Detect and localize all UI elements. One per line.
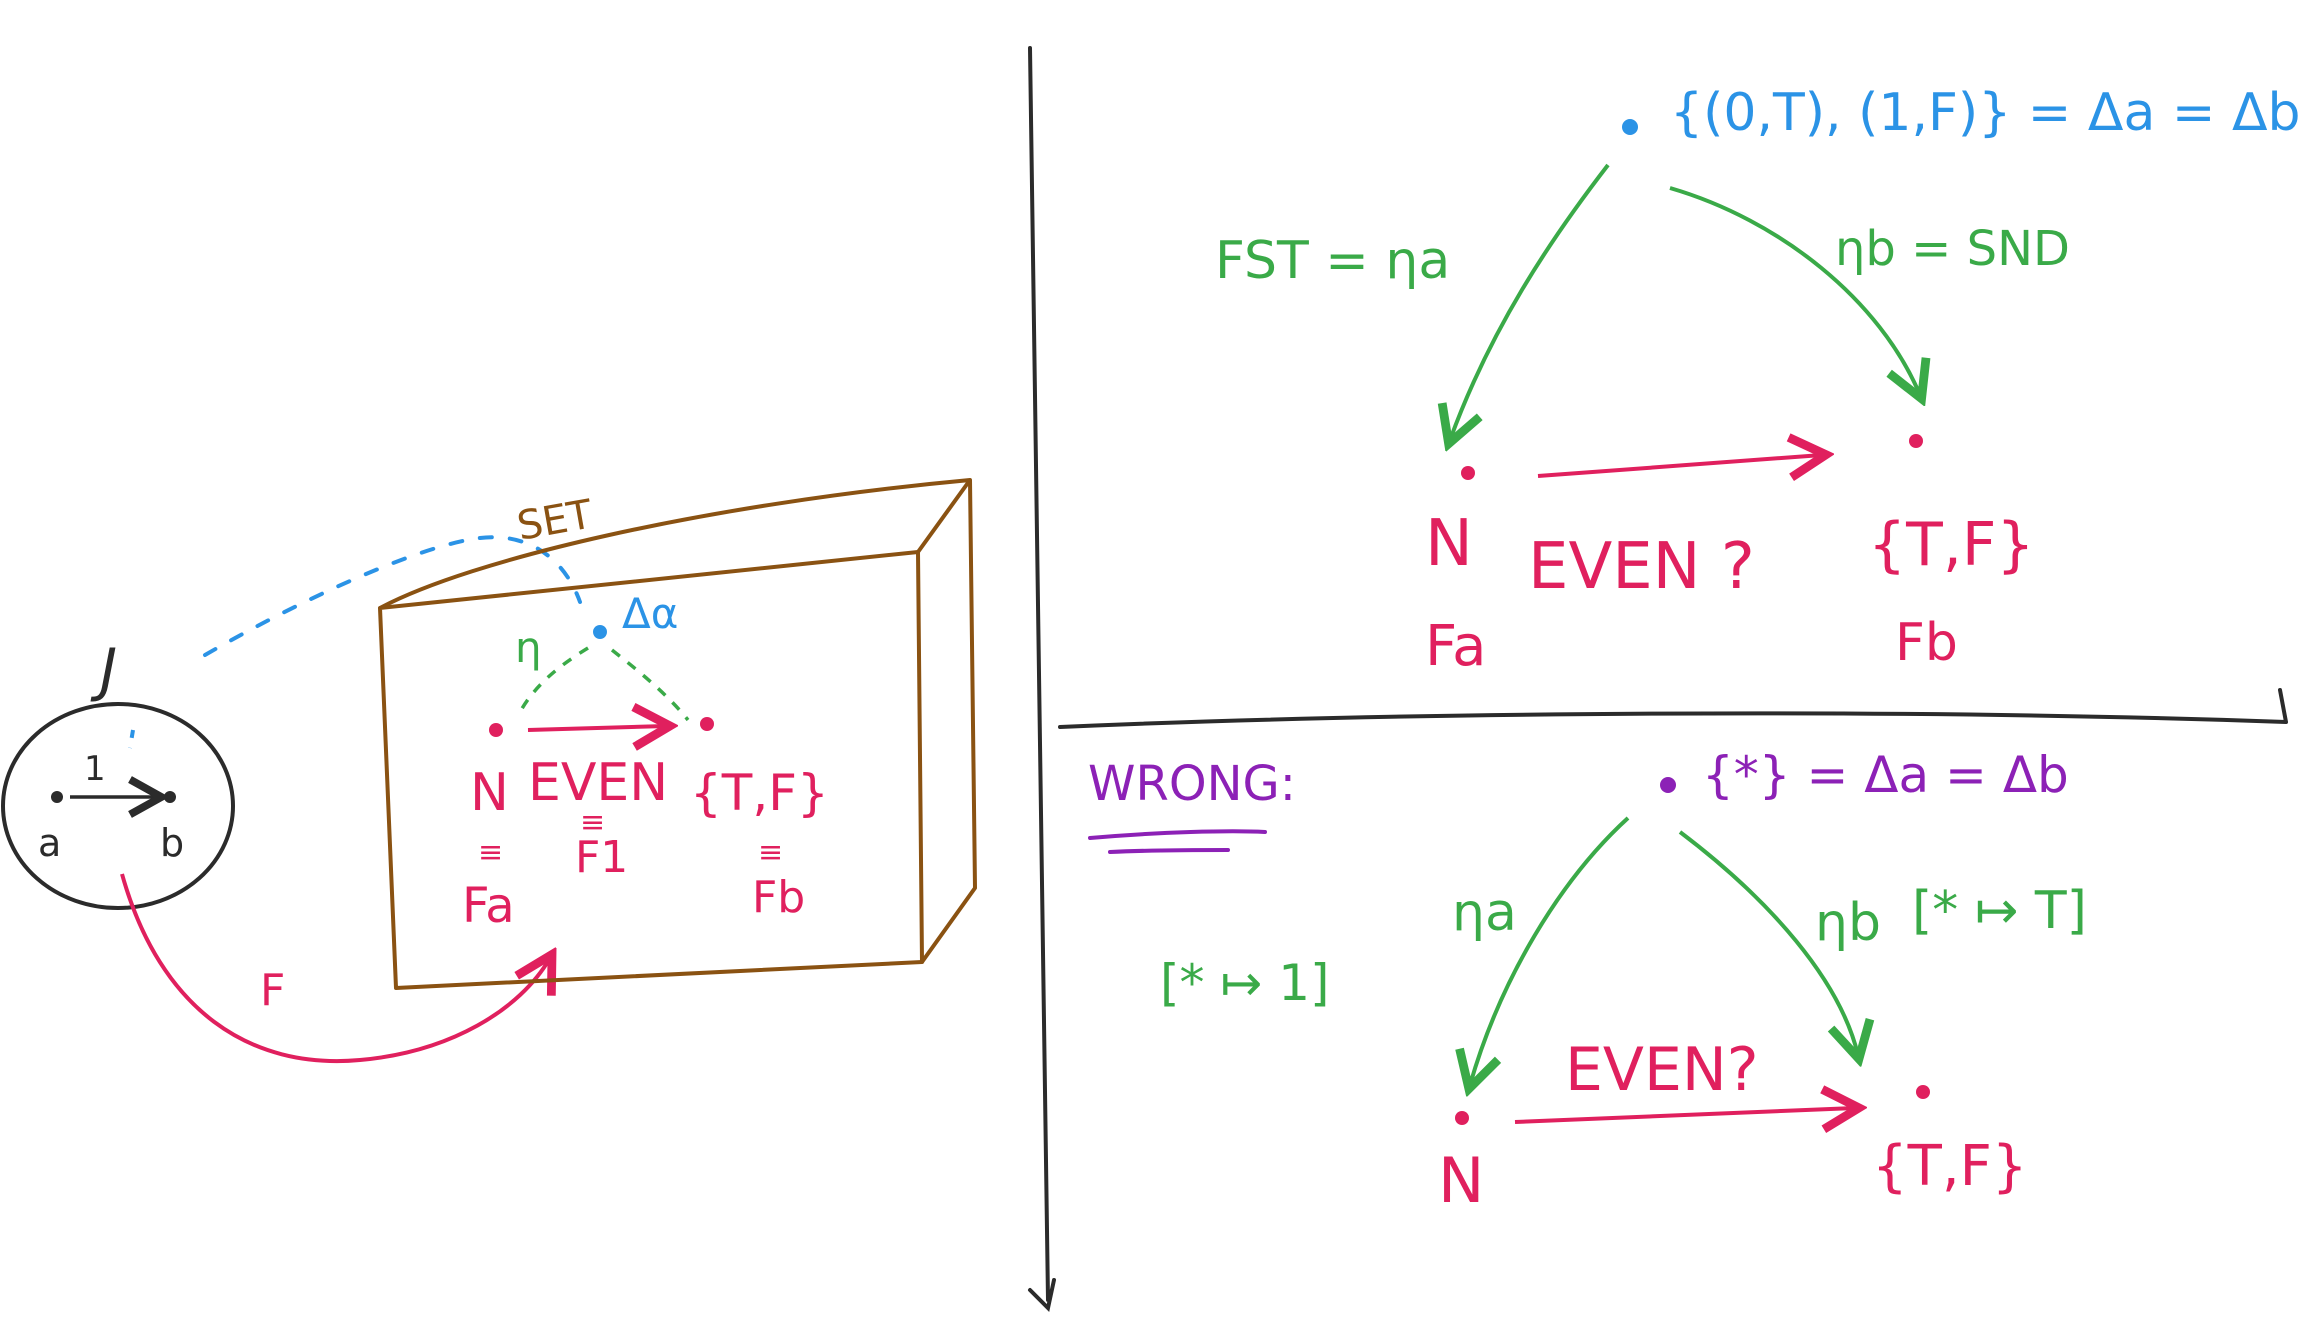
object-b-label: b bbox=[160, 821, 184, 865]
index-category-J: J 1 a b bbox=[1, 636, 235, 910]
apex-dot-bottom bbox=[1660, 777, 1676, 793]
horizontal-divider bbox=[1058, 688, 2288, 729]
apex-set-label-top: {(0,T), (1,F)} = Δa = Δb bbox=[1670, 83, 2301, 143]
F-b-label-top: Fb bbox=[1895, 613, 1958, 673]
eta-cone-label: η bbox=[515, 623, 542, 672]
node-TF-label-bottom: {T,F} bbox=[1872, 1134, 2027, 1199]
right-leg-label-bottom: ηb bbox=[1815, 893, 1881, 953]
wrong-underline bbox=[1088, 829, 1267, 854]
object-a-label: a bbox=[38, 821, 61, 865]
even-label-top: EVEN ? bbox=[1528, 530, 1755, 604]
F-a-label-top: Fa bbox=[1425, 614, 1486, 679]
wrong-heading: WRONG: bbox=[1088, 756, 1296, 812]
left-leg-label-top: FST = ηa bbox=[1215, 231, 1450, 291]
node-N-label-inner: N bbox=[470, 763, 509, 823]
F-a-label-inner: Fa bbox=[462, 878, 515, 934]
object-a-dot bbox=[51, 791, 63, 803]
functor-F-arrow bbox=[120, 873, 550, 1063]
F-1-label-inner: F1 bbox=[575, 832, 628, 883]
node-N-label-top: N bbox=[1425, 507, 1473, 581]
left-map-label: [* ↦ 1] bbox=[1160, 954, 1330, 1012]
F-b-label-inner: Fb bbox=[752, 872, 805, 923]
index-category-label: J bbox=[90, 636, 117, 704]
apex-dot-top bbox=[1622, 119, 1638, 135]
apex-set-label-bottom: {*} = Δa = Δb bbox=[1702, 746, 2069, 804]
eta-a-arrow-bottom bbox=[1470, 816, 1630, 1085]
eta-b-arrow-bottom bbox=[1678, 830, 1858, 1055]
node-N-label-bottom: N bbox=[1438, 1144, 1484, 1217]
node-N-dot-bottom bbox=[1455, 1111, 1469, 1125]
node-N-dot-inner bbox=[489, 723, 503, 737]
vertical-divider bbox=[1028, 46, 1056, 1313]
set-box-top bbox=[379, 478, 972, 610]
node-TF-label-top: {T,F} bbox=[1868, 510, 2035, 580]
delta-alpha-label: Δα bbox=[622, 589, 678, 638]
cone-leg-right bbox=[610, 648, 690, 722]
delta-dashed-connection bbox=[203, 535, 582, 657]
cone-leg-left bbox=[518, 646, 589, 713]
even-label-inner: EVEN bbox=[528, 753, 668, 813]
eq-mark-1: ≡ bbox=[580, 805, 605, 840]
object-b-dot bbox=[164, 791, 176, 803]
functor-F-label: F bbox=[260, 965, 285, 1016]
node-N-dot-top bbox=[1461, 466, 1475, 480]
even-arrow-top bbox=[1537, 455, 1822, 476]
set-category-box: SET bbox=[378, 478, 977, 990]
set-box-side bbox=[920, 479, 977, 964]
eq-mark-b: ≡ bbox=[758, 835, 783, 870]
node-TF-dot-top bbox=[1909, 434, 1923, 448]
eta-b-arrow-top bbox=[1669, 186, 1920, 395]
delta-alpha-dot bbox=[593, 625, 607, 639]
delta-dashed-tick bbox=[128, 729, 135, 749]
eta-a-arrow-top bbox=[1450, 163, 1610, 440]
eq-mark-a: ≡ bbox=[478, 835, 503, 870]
node-TF-label-inner: {T,F} bbox=[690, 764, 829, 822]
right-map-label: [* ↦ T] bbox=[1912, 881, 2087, 941]
node-TF-dot-inner bbox=[700, 717, 714, 731]
even-label-bottom: EVEN? bbox=[1565, 1035, 1759, 1105]
index-category-circle bbox=[1, 702, 235, 910]
right-leg-label-top: ηb = SND bbox=[1835, 221, 2070, 277]
even-arrow-inner bbox=[527, 726, 666, 730]
node-TF-dot-bottom bbox=[1916, 1085, 1930, 1099]
arrow-1-label: 1 bbox=[84, 749, 106, 789]
left-leg-label-bottom: ηa bbox=[1452, 883, 1517, 943]
even-arrow-bottom bbox=[1514, 1108, 1855, 1122]
